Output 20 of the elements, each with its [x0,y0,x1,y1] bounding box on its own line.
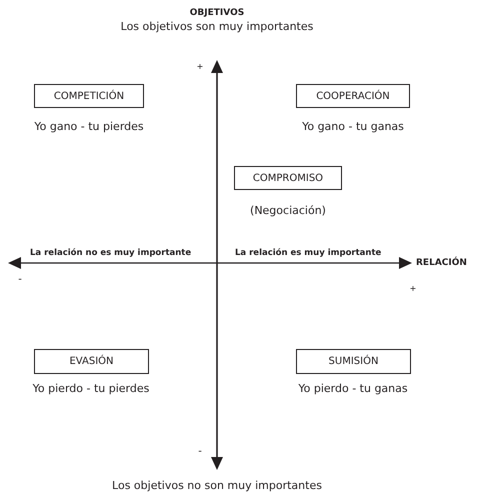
plus-sign: + [196,62,204,71]
minus-sign: - [198,446,202,457]
strategy-box: COMPETICIÓN [34,84,144,108]
axis-label: La relación no es muy importante [30,248,192,258]
axis-caption: Los objetivos no son muy importantes [112,479,322,492]
strategy-box: COMPROMISO [234,166,342,190]
minus-sign: - [18,274,22,285]
outcome-text: Yo pierdo - tu pierdes [32,382,150,395]
axis-label: La relación es muy importante [235,248,382,258]
axis-title: RELACIÓN [416,258,467,268]
plus-sign: + [410,284,416,293]
strategy-box: COOPERACIÓN [296,84,410,108]
outcome-text: Yo gano - tu pierdes [34,120,144,133]
strategy-box: SUMISIÓN [296,349,411,374]
outcome-text: Yo gano - tu ganas [302,120,404,133]
outcome-text: (Negociación) [250,204,326,217]
outcome-text: Yo pierdo - tu ganas [298,382,408,395]
strategy-box: EVASIÓN [34,349,149,374]
axis-title: OBJETIVOS [190,8,244,18]
axis-caption: Los objetivos son muy importantes [120,20,314,33]
